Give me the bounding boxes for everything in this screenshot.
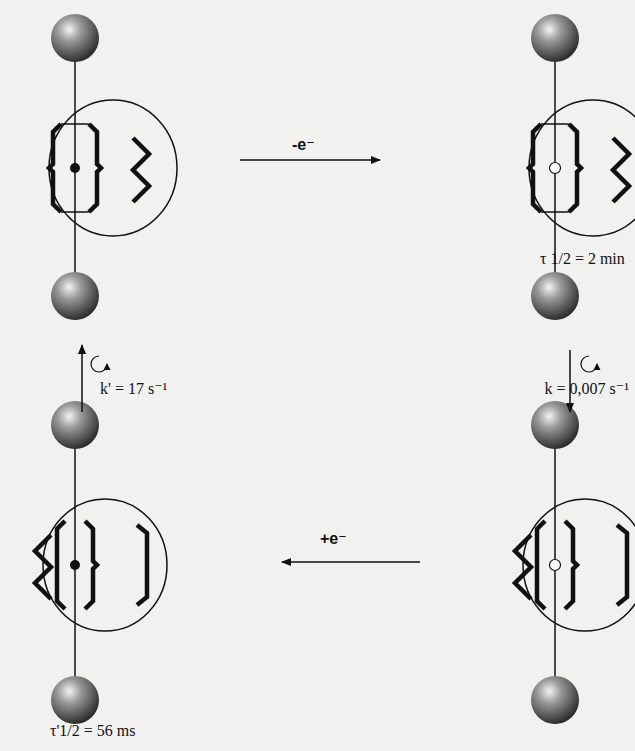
electron-transfer-label: -e⁻ bbox=[292, 136, 315, 154]
rate-constant-label: k' = 17 s⁻¹ bbox=[100, 380, 167, 398]
electron-transfer-label: +e⁻ bbox=[320, 530, 347, 548]
rate-constant-label: k = 0,007 s⁻¹ bbox=[545, 380, 630, 398]
half-life-label: τ'1/2 = 56 ms bbox=[50, 722, 135, 740]
half-life-label: τ 1/2 = 2 min bbox=[540, 250, 625, 268]
